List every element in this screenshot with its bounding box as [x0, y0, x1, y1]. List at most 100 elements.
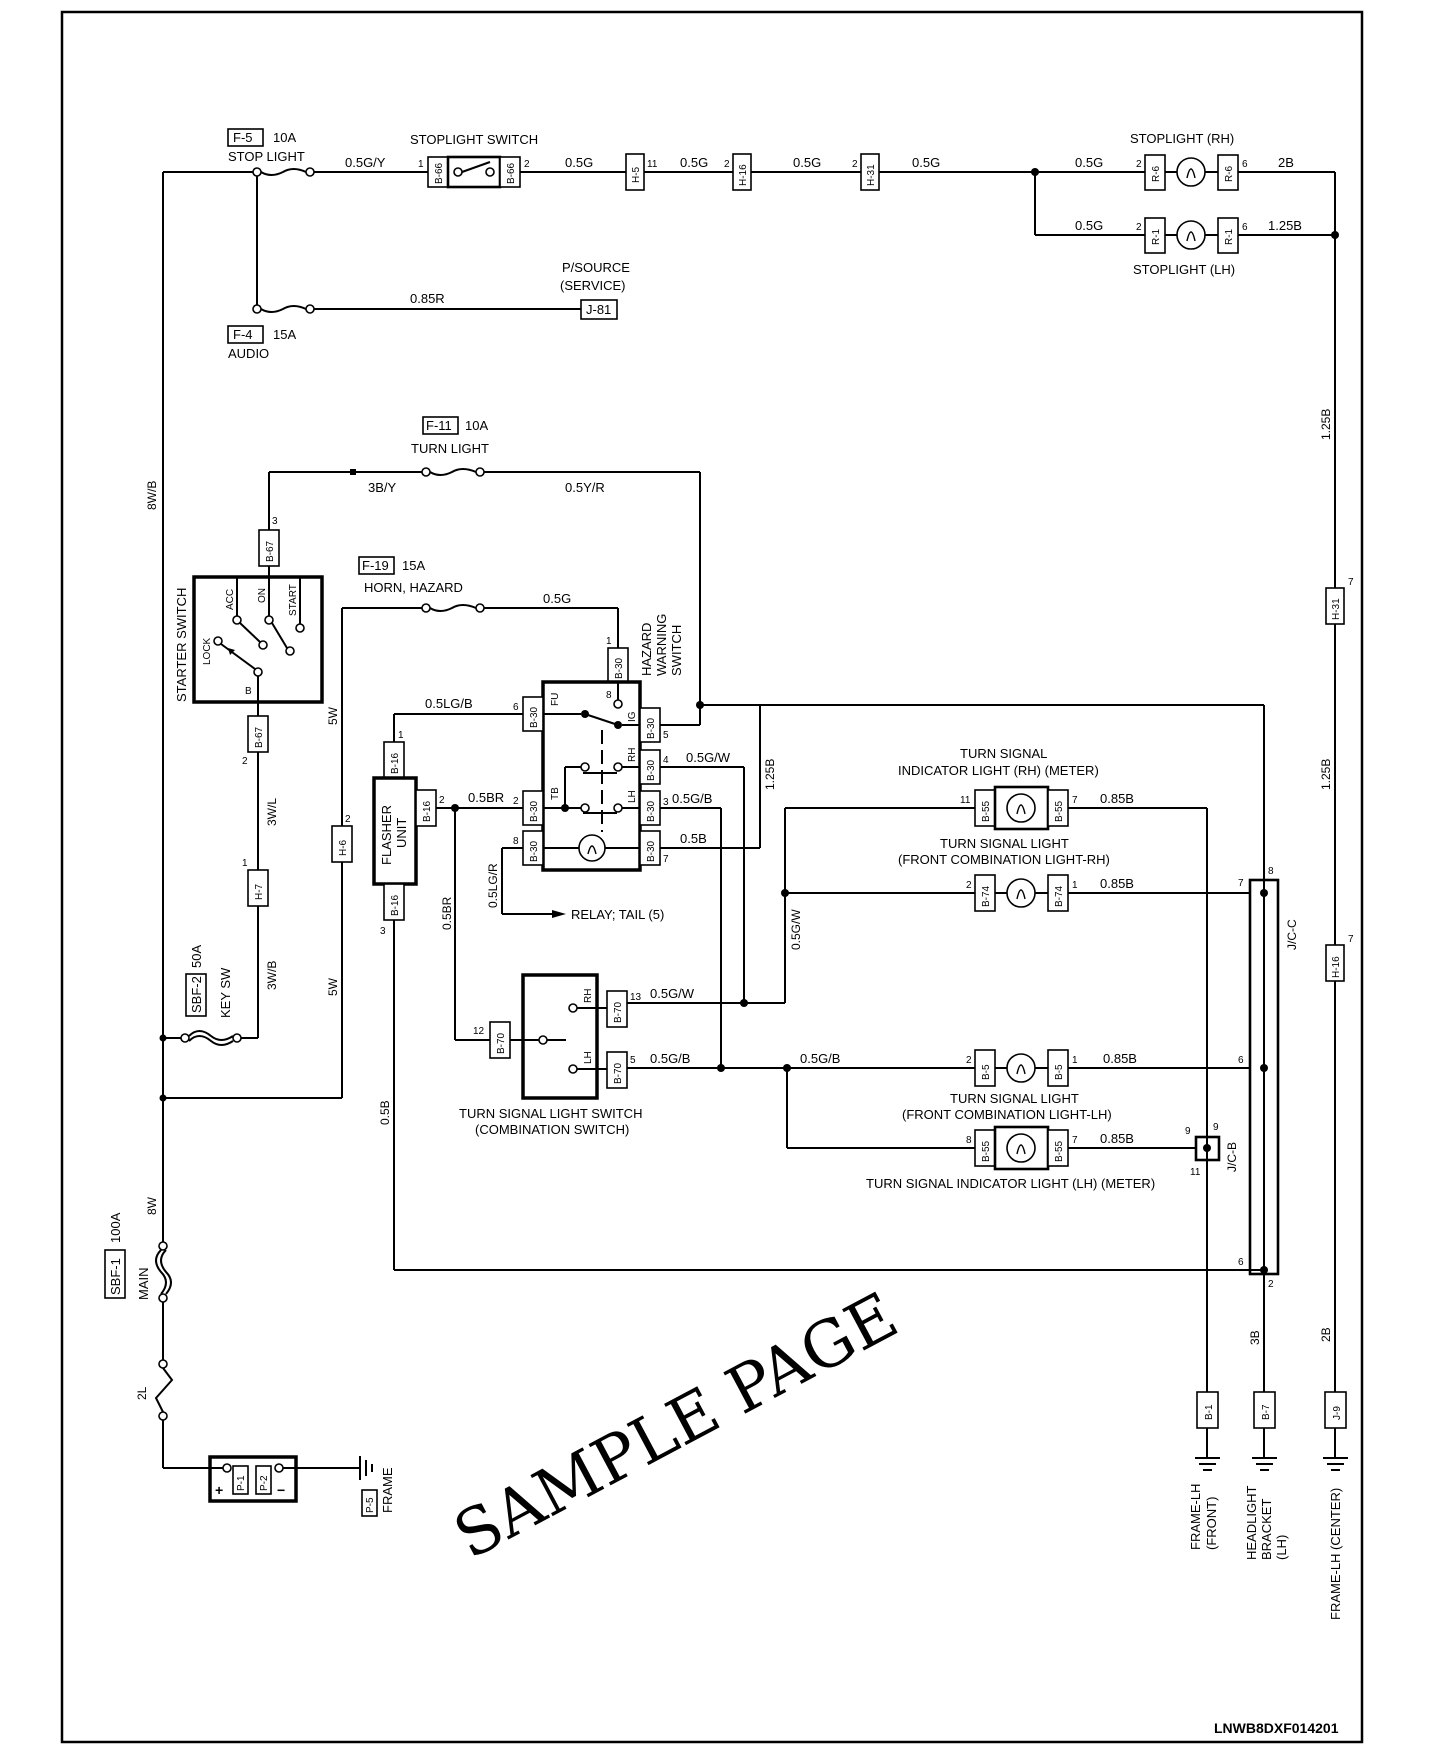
connector-label: R-1 [1151, 228, 1162, 245]
front-rh-label: (FRONT COMBINATION LIGHT-RH) [898, 852, 1110, 867]
indicator-lh-label: TURN SIGNAL INDICATOR LIGHT (LH) (METER) [866, 1176, 1155, 1191]
wire-label: 2B [1319, 1327, 1333, 1342]
wire-label: 1.25B [763, 759, 777, 790]
starter-switch-label: STARTER SWITCH [174, 588, 189, 702]
connector-j81: P/SOURCE (SERVICE) J-81 [560, 260, 630, 320]
pin-number: 2 [513, 796, 519, 807]
wire-label: 0.85B [1100, 791, 1134, 806]
pin-number: 1 [242, 858, 248, 869]
pin-number: 2 [439, 795, 445, 806]
ground-b7: B-7 HEADLIGHT BRACKET (LH) [1244, 1391, 1289, 1560]
fuse-sbf1-id: SBF-1 [108, 1258, 123, 1295]
connector-label: B-55 [981, 800, 992, 822]
indicator-light-lh: 8 B-55 B-55 7 TURN SIGNAL INDICATOR LIGH… [866, 1125, 1155, 1191]
pin-number: 5 [663, 730, 669, 741]
pin-number: 6 [1242, 159, 1248, 170]
connector-label: B-30 [614, 657, 625, 679]
indicator-rh-label: TURN SIGNAL [960, 746, 1047, 761]
fusible-link-label: 2L [135, 1386, 149, 1400]
fuse-sbf1-rating: 100A [108, 1212, 123, 1243]
bulb-icon [1176, 220, 1206, 250]
pin-number: 1 [1072, 880, 1078, 891]
ground-label: (FRONT) [1204, 1497, 1219, 1550]
bulb-icon [1006, 878, 1036, 908]
pin-number: 9 [1213, 1122, 1219, 1133]
connector-label: R-1 [1224, 228, 1235, 245]
wire-label: 0.5G [1075, 155, 1103, 170]
pin-number: 8 [1268, 866, 1274, 877]
pin-lh: LH [583, 1051, 594, 1064]
stoplight-rh: STOPLIGHT (RH) 2 R-6 R-6 6 [1130, 131, 1248, 191]
pin-number: 3 [272, 516, 278, 527]
pin-number: 2 [966, 1055, 972, 1066]
connector-label: B-67 [265, 540, 276, 562]
fuse-f5-id: F-5 [233, 130, 253, 145]
connector-label: B-30 [646, 717, 657, 739]
fuse-f4-label: AUDIO [228, 346, 269, 361]
wire-label: 0.85B [1100, 876, 1134, 891]
relay-tail-label: RELAY; TAIL (5) [571, 907, 664, 922]
pin-number: 12 [473, 1026, 485, 1037]
connector-h7: 1 H-7 [242, 858, 269, 907]
connector-b66: B-66 [434, 162, 445, 184]
pin-number: 7 [1072, 1135, 1078, 1146]
fuse-f5-label: STOP LIGHT [228, 149, 305, 164]
pin-number: 7 [1348, 577, 1354, 588]
sample-page-watermark: SAMPLE PAGE [443, 1279, 910, 1574]
front-lh-label: (FRONT COMBINATION LIGHT-LH) [902, 1107, 1112, 1122]
wire-label: 0.5G/W [686, 750, 731, 765]
connector-label: B-55 [981, 1140, 992, 1162]
wire-label: 0.5G/B [650, 1051, 690, 1066]
fuse-sbf2: SBF-2 50A KEY SW [180, 945, 242, 1046]
wire-label: 0.5G [793, 155, 821, 170]
pin-tb: TB [550, 787, 561, 800]
wire-label-8wb: 8W/B [145, 481, 159, 510]
connector-label: B-30 [529, 800, 540, 822]
pin-number: 2 [966, 880, 972, 891]
pin-rh: RH [583, 989, 594, 1003]
connector-label: P-1 [236, 1475, 247, 1491]
wire-label: 8W [145, 1196, 159, 1215]
fuse-f4-rating: 15A [273, 327, 296, 342]
stoplight-rh-label: STOPLIGHT (RH) [1130, 131, 1234, 146]
flasher-label: FLASHER [379, 805, 394, 865]
fuse-f19-id: F-19 [362, 558, 389, 573]
hazard-warning-switch: 1 B-30 HAZARD WARNING SWITCH FU IG RH LH… [513, 614, 684, 872]
wire-label: 3B/Y [368, 480, 397, 495]
connector-label: B-5 [981, 1064, 992, 1080]
pin-number: 8 [606, 690, 612, 701]
connector-label: B-67 [254, 726, 265, 748]
wire-label: 0.85B [1100, 1131, 1134, 1146]
pos-lock: LOCK [202, 637, 213, 665]
pos-start: START [288, 584, 299, 616]
connector-label: B-16 [390, 752, 401, 774]
wire-label: 3W/B [265, 961, 279, 990]
wire-label: 3W/L [265, 798, 279, 826]
fuse-sbf2-id: SBF-2 [189, 976, 204, 1013]
fuse-f5-rating: 10A [273, 130, 296, 145]
connector-label: H-16 [738, 164, 749, 186]
pin-number: 3 [663, 797, 669, 808]
pin-number: 2 [1136, 222, 1142, 233]
wire-label: 0.5BR [440, 896, 454, 930]
ground-j9: J-9 FRAME-LH (CENTER) [1323, 1391, 1348, 1620]
connector-label: H-16 [1331, 956, 1342, 978]
connector-label: B-30 [646, 800, 657, 822]
pin-number: 4 [663, 755, 669, 766]
fuse-f19: F-19 15A HORN, HAZARD [358, 556, 485, 613]
connector-label: B-74 [981, 885, 992, 907]
pin-number: 6 [1238, 1055, 1244, 1066]
connector-label: R-6 [1151, 165, 1162, 182]
ground-label: FRAME-LH (CENTER) [1328, 1488, 1343, 1620]
stoplight-lh: 2 R-1 R-1 6 STOPLIGHT (LH) [1133, 217, 1248, 277]
wire-label: 1.25B [1319, 409, 1333, 440]
wire-label: 0.85B [1103, 1051, 1137, 1066]
pin-number: 2 [524, 159, 530, 170]
pin-number: 6 [513, 702, 519, 713]
pin-number: 1 [418, 159, 424, 170]
wire-label: 1.25B [1319, 759, 1333, 790]
connector-label: B-30 [529, 706, 540, 728]
fuse-f4: F-4 15A AUDIO [227, 304, 315, 361]
connector-label: B-7 [1261, 1404, 1272, 1420]
flasher-unit: 1 B-16 FLASHER UNIT B-16 2 B-16 3 [372, 730, 445, 937]
